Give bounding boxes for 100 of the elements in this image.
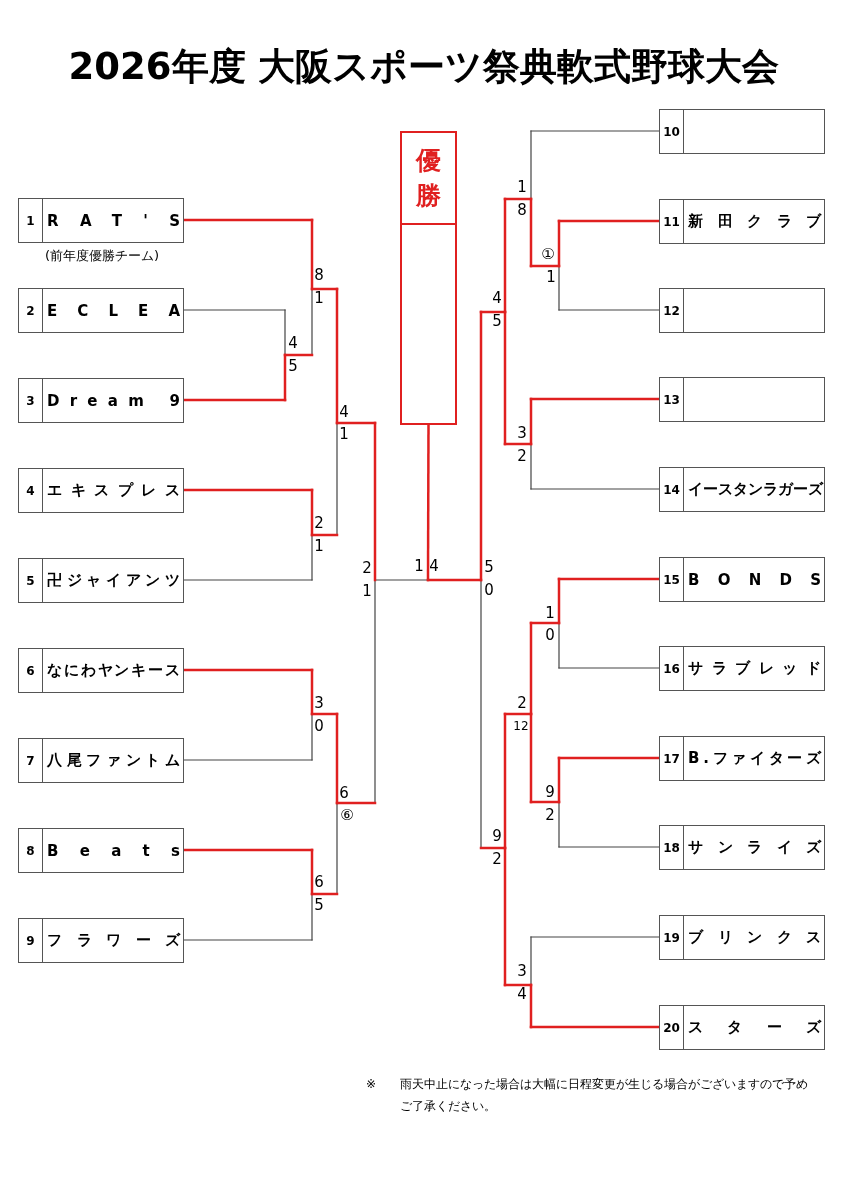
bracket-line <box>183 939 313 941</box>
winner-bracket-line <box>503 712 507 850</box>
winner-bracket-line <box>557 577 661 581</box>
bracket-line <box>311 713 313 761</box>
team-box <box>659 646 825 691</box>
winner-bracket-line <box>310 668 314 716</box>
winner-bracket-line <box>335 287 339 425</box>
score-label: 3 <box>314 695 324 711</box>
score-label: 0 <box>545 627 555 643</box>
winner-bracket-line <box>182 398 287 402</box>
winner-bracket-line <box>182 218 314 222</box>
winner-bracket-line <box>503 983 533 987</box>
winner-bracket-line <box>529 197 533 268</box>
champion-label: 優勝 <box>416 145 441 212</box>
team-box <box>18 198 184 243</box>
score-label: 3 <box>517 425 527 441</box>
team-name: エキスプレス <box>47 481 189 500</box>
score-label: 5 <box>288 358 298 374</box>
team-box <box>659 736 825 781</box>
team-name: RAT'S <box>47 211 202 230</box>
bracket-line <box>336 802 338 895</box>
seed-number: 6 <box>19 649 43 692</box>
score-label: 5 <box>492 313 502 329</box>
bracket-line <box>480 579 482 849</box>
seed-number: 17 <box>660 737 684 780</box>
score-label: 12 <box>513 720 529 732</box>
winner-bracket-line <box>557 219 661 223</box>
team-box <box>18 468 184 513</box>
bracket-line <box>311 893 313 941</box>
winner-bracket-line <box>557 219 561 268</box>
score-label: 4 <box>517 986 527 1002</box>
seed-number: 2 <box>19 289 43 332</box>
bracket-line <box>336 422 338 536</box>
score-label: 2 <box>517 695 527 711</box>
seed-number: 20 <box>660 1006 684 1049</box>
winner-bracket-line <box>310 712 339 716</box>
score-label: ⑥ <box>340 807 354 823</box>
team-name: なにわヤンキース <box>47 661 182 680</box>
winner-bracket-line <box>426 578 483 582</box>
score-label: 8 <box>517 202 527 218</box>
seed-number: 1 <box>19 199 43 242</box>
winner-bracket-line <box>426 423 430 582</box>
winner-bracket-line <box>529 983 533 1029</box>
winner-bracket-line <box>557 756 561 804</box>
note-mark: ※ <box>366 1076 377 1093</box>
score-label: 2 <box>492 851 502 867</box>
team-box <box>659 915 825 960</box>
team-box <box>659 1005 825 1050</box>
winner-bracket-line <box>335 712 339 805</box>
score-label: 1 <box>314 538 324 554</box>
winner-bracket-line <box>503 442 533 446</box>
winner-bracket-line <box>283 353 287 402</box>
score-label: 0 <box>314 718 324 734</box>
score-label: 1 <box>339 426 349 442</box>
team-name: Beats <box>47 841 202 860</box>
bracket-line <box>311 288 313 356</box>
team-name: 八尾ファントム <box>47 751 185 770</box>
team-box <box>659 109 825 154</box>
team-box <box>659 557 825 602</box>
score-label: 9 <box>492 828 502 844</box>
team-box <box>18 828 184 873</box>
score-label: 6 <box>339 785 349 801</box>
winner-bracket-line <box>529 621 533 716</box>
team-name: サラブレッド <box>688 659 830 678</box>
team-box <box>659 467 825 512</box>
winner-bracket-line <box>503 712 533 716</box>
score-label: 5 <box>314 897 324 913</box>
winner-bracket-line <box>182 488 314 492</box>
seed-number: 8 <box>19 829 43 872</box>
seed-number: 14 <box>660 468 684 511</box>
winner-bracket-line <box>529 621 561 625</box>
seed-number: 4 <box>19 469 43 512</box>
bracket-line <box>558 846 660 848</box>
score-label: 4 <box>339 404 349 420</box>
bracket-line <box>558 667 660 669</box>
winner-bracket-line <box>557 756 661 760</box>
winner-bracket-line <box>503 197 533 201</box>
team-name: 新田クラブ <box>688 212 836 231</box>
score-label: 3 <box>517 963 527 979</box>
score-label: 9 <box>545 784 555 800</box>
winner-bracket-line <box>310 287 339 291</box>
winner-bracket-line <box>182 848 314 852</box>
winner-bracket-line <box>479 310 483 582</box>
winner-bracket-line <box>503 310 507 446</box>
team-name: ECLEA <box>47 301 201 320</box>
score-label: 1 <box>414 558 424 574</box>
winner-bracket-line <box>529 712 533 804</box>
seed-number: 10 <box>660 110 684 153</box>
winner-bracket-line <box>310 488 314 537</box>
score-label: 4 <box>288 335 298 351</box>
bracket-line <box>530 130 660 132</box>
team-box <box>659 288 825 333</box>
seed-number: 11 <box>660 200 684 243</box>
bracket-line <box>530 936 532 986</box>
seed-number: 16 <box>660 647 684 690</box>
score-label: 1 <box>545 605 555 621</box>
team-box <box>659 825 825 870</box>
winner-bracket-line <box>283 353 314 357</box>
team-box <box>18 738 184 783</box>
winner-bracket-line <box>335 421 377 425</box>
